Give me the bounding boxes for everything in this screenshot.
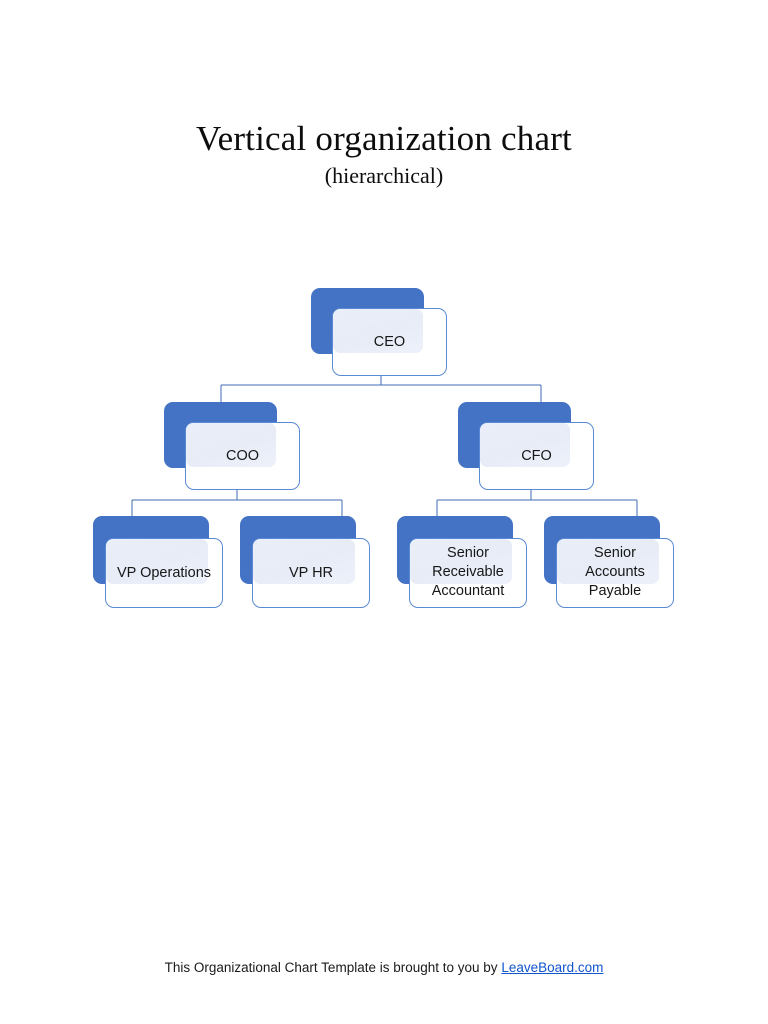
org-node-label: Senior Receivable Accountant [431,544,505,599]
org-node-coo[interactable]: COO [164,402,300,490]
org-node-cfo[interactable]: CFO [458,402,594,490]
org-node-label: VP Operations [116,564,212,581]
org-node-label: CEO [373,333,406,350]
footer: This Organizational Chart Template is br… [0,958,768,978]
footer-text: This Organizational Chart Template is br… [164,960,498,975]
title-block: Vertical organization chart (hierarchica… [0,118,768,190]
org-node-senior-accounts-payable[interactable]: Senior Accounts Payable [544,516,678,608]
org-node-label: CFO [521,447,552,464]
org-node-label: COO [225,447,260,464]
org-node-ceo[interactable]: CEO [311,288,447,376]
org-node-label: VP HR [288,564,334,581]
page-subtitle: (hierarchical) [324,163,444,188]
leaveboard-link[interactable]: LeaveBoard.com [501,960,604,975]
page-title: Vertical organization chart [196,119,572,158]
org-node-vp-hr[interactable]: VP HR [240,516,374,608]
org-node-label: Senior Accounts Payable [585,544,645,599]
org-node-senior-receivable-accountant[interactable]: Senior Receivable Accountant [397,516,531,608]
org-node-vp-operations[interactable]: VP Operations [93,516,227,608]
